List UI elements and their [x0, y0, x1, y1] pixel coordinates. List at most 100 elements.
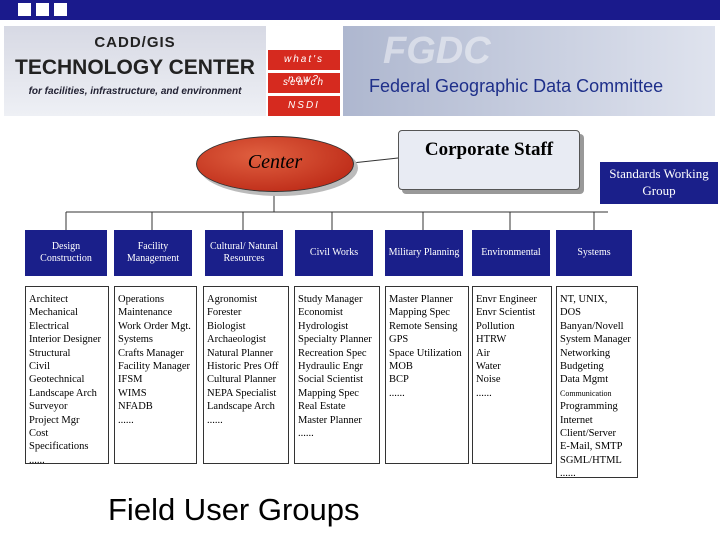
- list-item: Project Mgr: [29, 414, 80, 426]
- list-item: Envr Engineer: [476, 294, 537, 305]
- list-item: Social Scientist: [298, 374, 364, 386]
- list-item: Landscape Arch: [207, 401, 275, 413]
- list-item: Mechanical: [29, 307, 78, 319]
- bar-square-icon: [54, 3, 67, 16]
- list-item: Surveyor: [29, 401, 68, 413]
- list-item: Noise: [476, 374, 501, 386]
- list-item: NFADB: [118, 401, 153, 413]
- list-item: GPS: [389, 334, 409, 346]
- category-environmental: Environmental: [472, 230, 550, 276]
- list-item: Data Mgmt: [560, 374, 609, 386]
- list-item: Cost: [29, 428, 49, 440]
- list-item: Civil: [29, 361, 51, 373]
- list-item: Economist: [298, 307, 343, 319]
- category-facility-management: Facility Management: [114, 230, 192, 276]
- list-item: Biologist: [207, 320, 246, 332]
- list-item: SGML/HTML: [560, 454, 622, 466]
- list-item: Hydrologist: [298, 320, 349, 332]
- list-item: ......: [207, 414, 223, 426]
- list-item: ......: [389, 387, 405, 399]
- category-label: Cultural/ Natural Resources: [209, 241, 279, 264]
- list-item: Networking: [560, 347, 611, 359]
- list-item: Budgeting: [560, 361, 604, 373]
- standards-working-group-node: Standards Working Group: [600, 162, 718, 204]
- category-military-planning: Military Planning: [385, 230, 463, 276]
- bar-square-icon: [18, 3, 31, 16]
- list-item: IFSM: [118, 374, 143, 386]
- list-item: System Manager: [560, 334, 631, 346]
- list-item: Programming: [560, 401, 618, 413]
- column-environmental: Envr Engineer Envr Scientist Pollution H…: [472, 286, 552, 464]
- list-item: Systems: [118, 334, 154, 346]
- logo-line3: for facilities, infrastructure, and envi…: [28, 86, 242, 97]
- column-systems: NT, UNIX, DOS Banyan/Novell System Manag…: [556, 286, 638, 480]
- title-bar: [0, 0, 720, 20]
- category-label: Systems: [577, 247, 611, 258]
- list-item: Mapping Spec: [298, 387, 359, 399]
- fgdc-title: Federal Geographic Data Committee: [369, 76, 664, 96]
- category-label: Civil Works: [309, 247, 359, 258]
- category-label: Design Construction: [40, 241, 92, 264]
- nav-button-stack: what's new? search NSDI: [268, 50, 340, 119]
- list-item: Air: [476, 347, 490, 359]
- list-item: Crafts Manager: [118, 347, 184, 359]
- list-item: DOS: [560, 307, 582, 319]
- list-item: Landscape Arch: [29, 387, 97, 399]
- list-item: Communication: [560, 388, 612, 398]
- list-item: Real Estate: [298, 401, 346, 413]
- list-item: Structural: [29, 347, 71, 359]
- list-item: Work Order Mgt.: [118, 320, 191, 332]
- list-item: Agronomist: [207, 294, 258, 305]
- logo-line1: CADD/GIS: [94, 34, 176, 51]
- search-button[interactable]: search: [268, 73, 340, 93]
- column-civil-works: Study Manager Economist Hydrologist Spec…: [294, 286, 380, 464]
- category-design-construction: Design Construction: [25, 230, 107, 276]
- category-systems: Systems: [556, 230, 632, 276]
- fgdc-logo-text: FGDC: [383, 30, 491, 72]
- corporate-staff-node: Corporate Staff: [398, 130, 580, 190]
- category-cultural-natural-resources: Cultural/ Natural Resources: [205, 230, 283, 276]
- list-item: Internet: [560, 414, 593, 426]
- cadd-gis-logo[interactable]: CADD/GIS TECHNOLOGY CENTER for facilitie…: [4, 26, 266, 116]
- nsdi-button[interactable]: NSDI: [268, 96, 340, 116]
- center-node: Center: [196, 136, 354, 192]
- list-item: MOB: [389, 361, 413, 373]
- list-item: Operations: [118, 294, 165, 305]
- list-item: Remote Sensing: [389, 320, 458, 332]
- field-user-groups-title: Field User Groups: [108, 492, 360, 527]
- bar-square-icon: [36, 3, 49, 16]
- list-item: E-Mail, SMTP: [560, 441, 623, 453]
- list-item: Facility Manager: [118, 361, 191, 373]
- list-item: Specialty Planner: [298, 334, 372, 346]
- category-label: Military Planning: [388, 247, 460, 258]
- list-item: Hydraulic Engr: [298, 361, 364, 373]
- fgdc-banner[interactable]: FGDC Federal Geographic Data Committee: [343, 26, 715, 116]
- column-facility-management: Operations Maintenance Work Order Mgt. S…: [114, 286, 197, 464]
- list-item: NEPA Specialist: [207, 387, 277, 399]
- list-item: ......: [560, 468, 576, 480]
- list-item: WIMS: [118, 387, 147, 399]
- list-item: ......: [118, 414, 134, 426]
- list-item: Archaeologist: [207, 334, 266, 346]
- list-item: Forester: [207, 307, 242, 319]
- list-item: Study Manager: [298, 294, 363, 305]
- list-item: Banyan/Novell: [560, 320, 624, 332]
- list-item: BCP: [389, 374, 409, 386]
- list-item: Space Utilization: [389, 347, 462, 359]
- list-item: Architect: [29, 294, 69, 305]
- category-label: Environmental: [481, 247, 541, 258]
- column-military-planning: Master Planner Mapping Spec Remote Sensi…: [385, 286, 469, 464]
- list-item: Pollution: [476, 320, 515, 332]
- list-item: ......: [476, 387, 492, 399]
- logo-line2: TECHNOLOGY CENTER: [15, 56, 255, 79]
- list-item: ......: [298, 428, 314, 440]
- list-item: Master Planner: [298, 414, 362, 426]
- list-item: HTRW: [476, 334, 507, 346]
- list-item: Geotechnical: [29, 374, 85, 386]
- list-item: ......: [29, 454, 45, 466]
- standards-label: Standards Working Group: [609, 166, 709, 198]
- category-civil-works: Civil Works: [295, 230, 373, 276]
- center-label: Center: [247, 151, 303, 173]
- list-item: Interior Designer: [29, 334, 102, 346]
- list-item: Client/Server: [560, 428, 616, 440]
